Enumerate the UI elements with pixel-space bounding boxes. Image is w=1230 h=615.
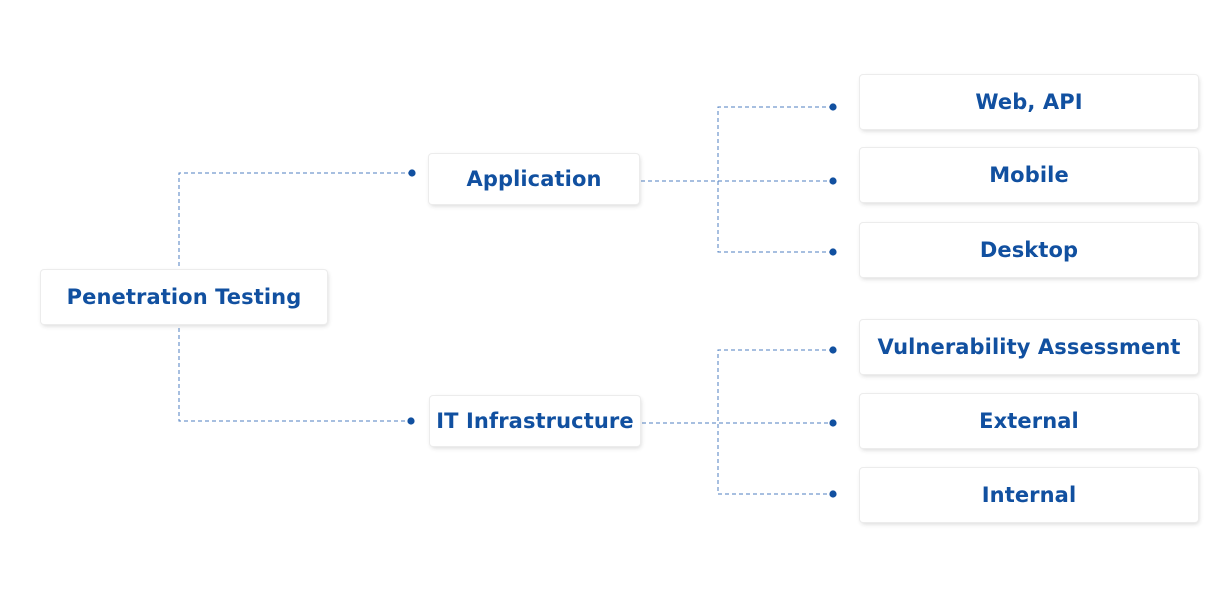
leaf-label: Web, API — [975, 90, 1083, 114]
leaf-label: Desktop — [979, 238, 1079, 262]
leaf-label: Mobile — [989, 163, 1069, 187]
connector-infrastructure-bracket — [717, 349, 833, 495]
leaf-vulnerability-assessment: Vulnerability Assessment — [860, 320, 1198, 374]
leaf-desktop: Desktop — [860, 223, 1198, 277]
leaf-label: Internal — [981, 483, 1077, 507]
connector-dot-mobile — [829, 177, 837, 185]
connector-application-bracket — [717, 106, 833, 253]
connector-dot-infrastructure — [407, 417, 415, 425]
leaf-external: External — [860, 394, 1198, 448]
connector-dot-vulnerability — [829, 346, 837, 354]
connector-root-to-infrastructure — [178, 328, 411, 422]
connector-dot-web-api — [829, 103, 837, 111]
leaf-mobile: Mobile — [860, 148, 1198, 202]
leaf-internal: Internal — [860, 468, 1198, 522]
node-label: Application — [466, 167, 602, 191]
node-penetration-testing: Penetration Testing — [41, 270, 327, 324]
connector-root-to-application — [178, 172, 412, 266]
node-application: Application — [429, 154, 639, 204]
leaf-web-api: Web, API — [860, 75, 1198, 129]
leaf-label: External — [979, 409, 1079, 433]
node-it-infrastructure: IT Infrastructure — [430, 396, 640, 446]
connector-dot-external — [829, 419, 837, 427]
node-label: Penetration Testing — [66, 285, 302, 309]
leaf-label: Vulnerability Assessment — [877, 335, 1181, 359]
connector-dot-desktop — [829, 248, 837, 256]
node-label: IT Infrastructure — [436, 409, 634, 433]
connector-dot-internal — [829, 490, 837, 498]
connector-dot-application — [408, 169, 416, 177]
